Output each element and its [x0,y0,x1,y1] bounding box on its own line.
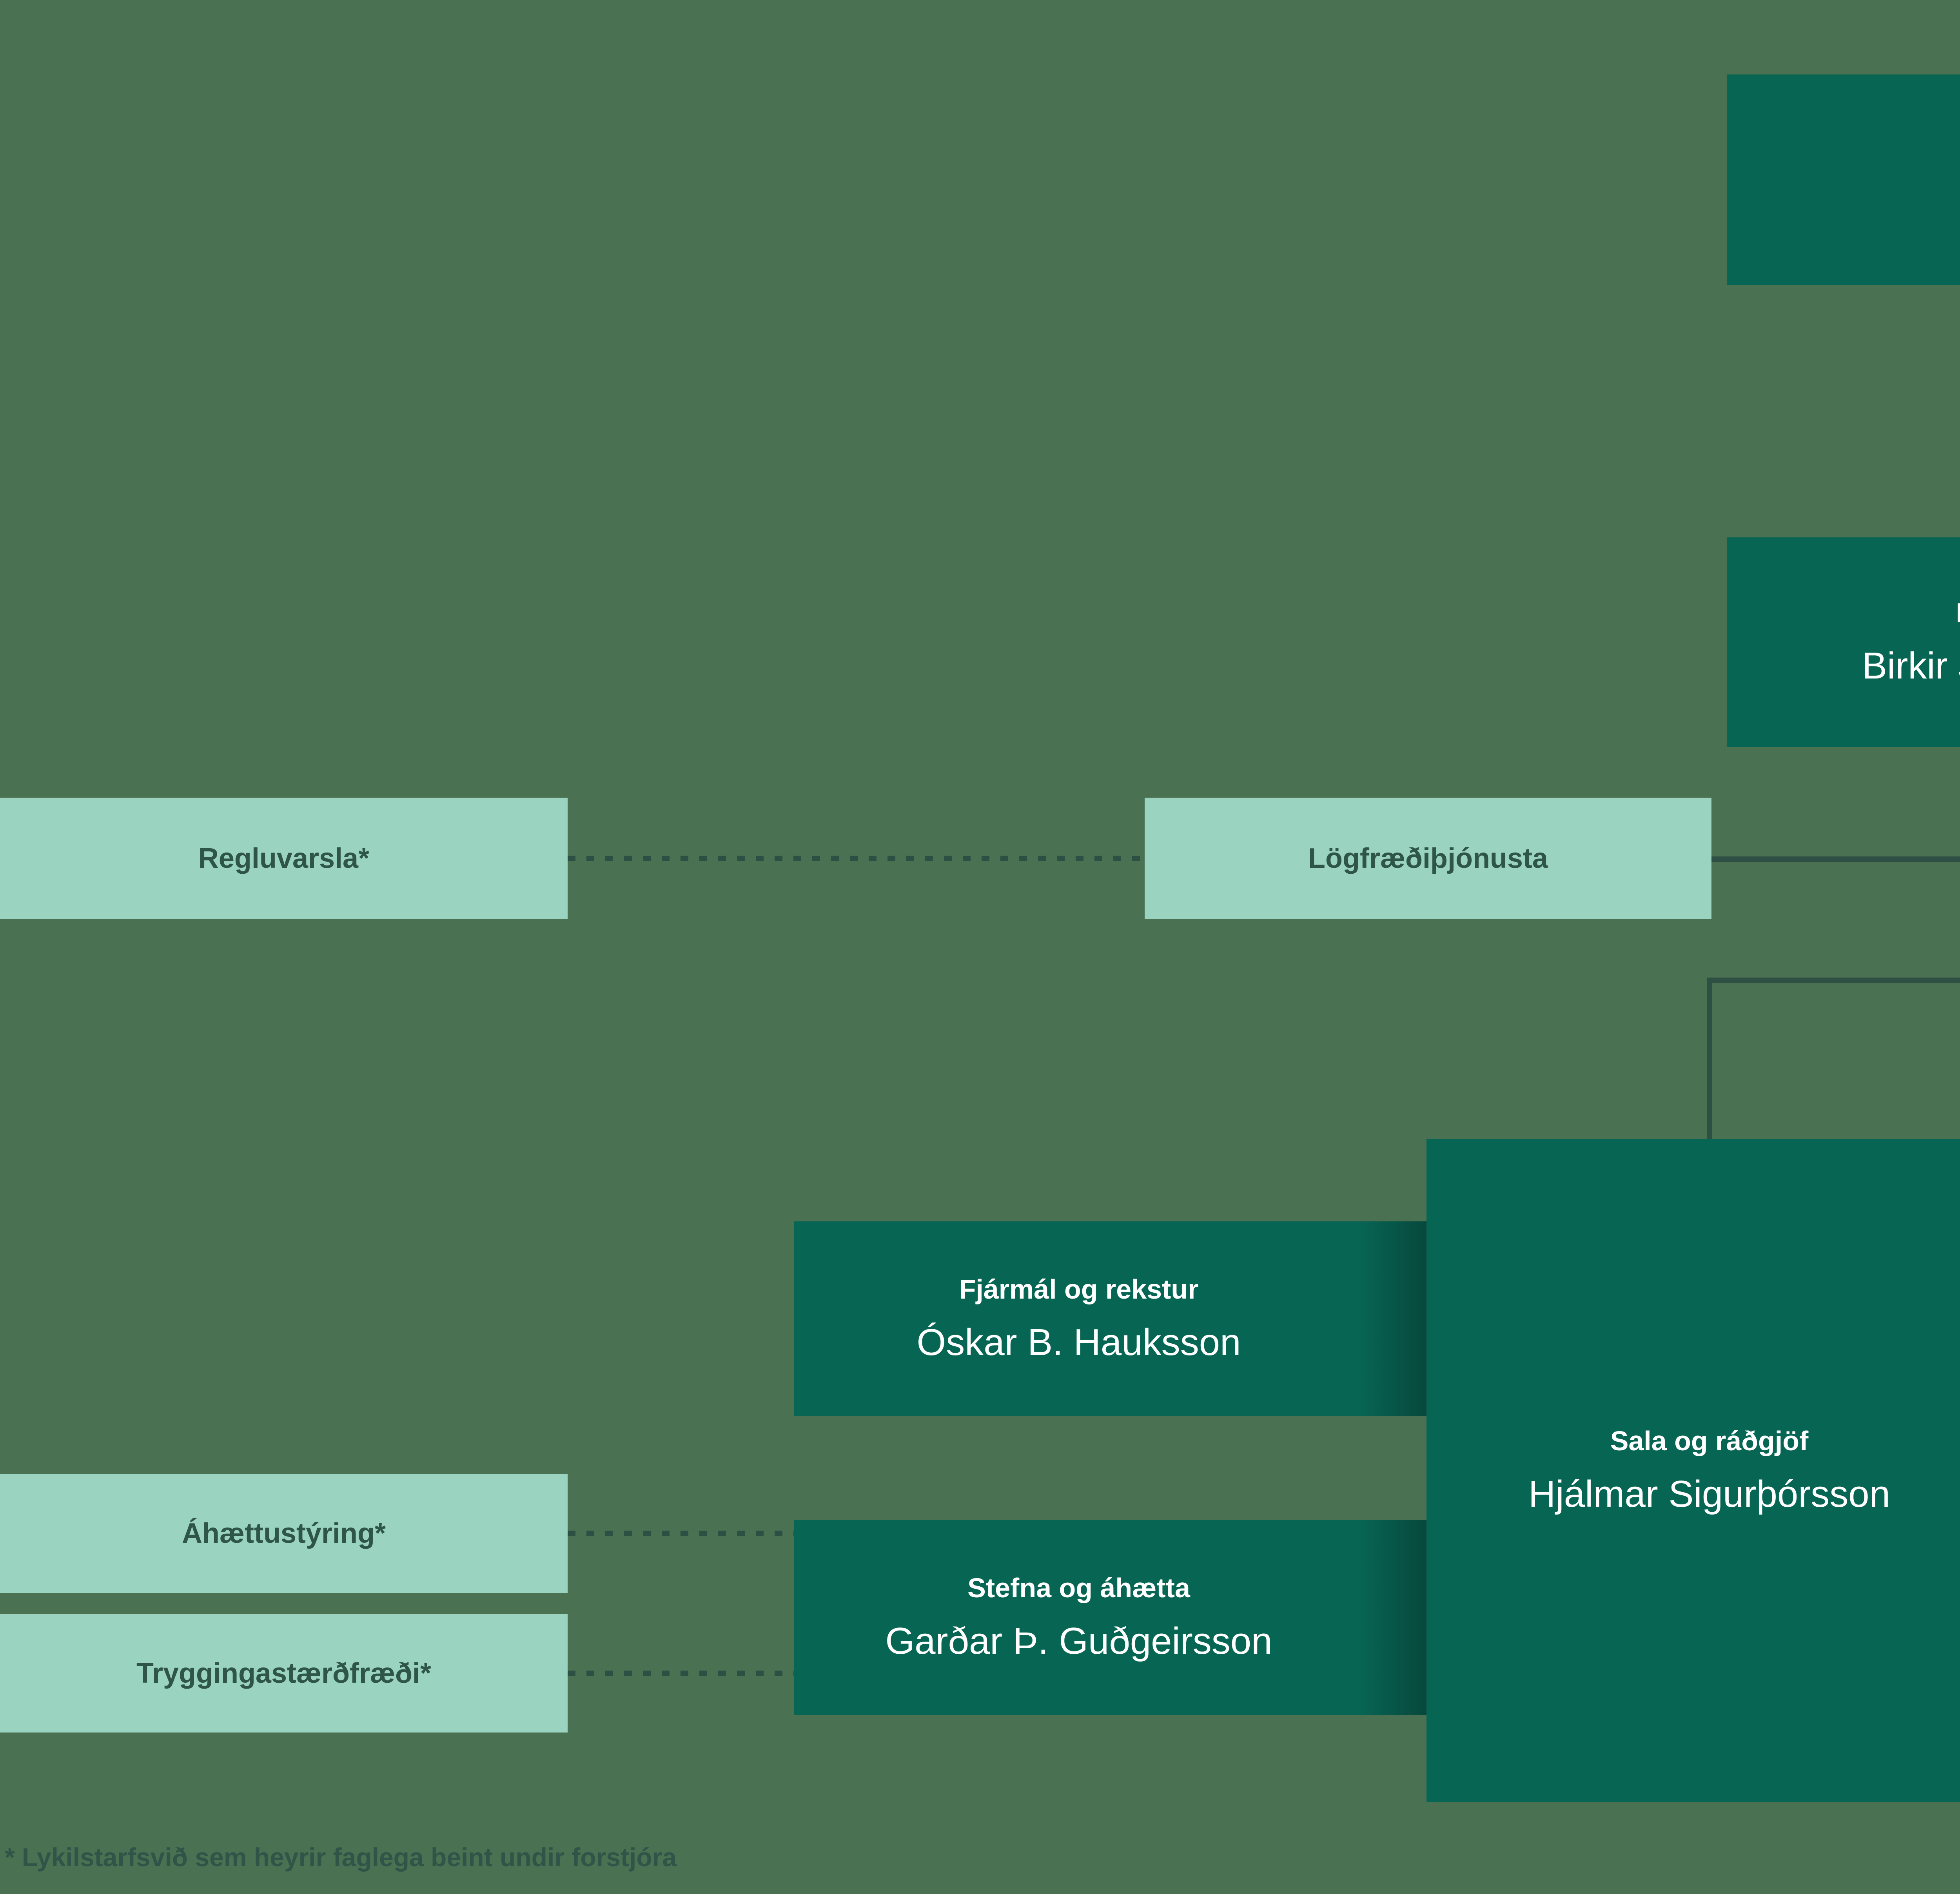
node-logfraedithjonusta: Lögfræðiþjónusta [1145,798,1711,919]
node-title: Sala og ráðgjöf [1610,1426,1809,1457]
node-title: Fjármál og rekstur [959,1274,1199,1305]
node-forstjori: Forstjóri Birkir Jóhannsson [1727,537,1960,747]
node-stefna-og-ahaetta: Stefna og áhætta Garðar Þ. Guðgeirsson [794,1520,1426,1715]
node-person-name: Garðar Þ. Guðgeirsson [885,1620,1272,1662]
node-person-name: Óskar B. Hauksson [916,1321,1241,1363]
node-label: Áhættustýring* [182,1517,386,1549]
node-label: Tryggingastærðfræði* [136,1657,432,1689]
node-fjarmal-og-rekstur: Fjármál og rekstur Óskar B. Hauksson [794,1221,1426,1416]
node-title: Stefna og áhætta [967,1573,1190,1604]
node-title: Forstjóri [1956,597,1960,629]
node-person-name: Hjálmar Sigurþórsson [1528,1473,1890,1515]
node-label: Regluvarsla* [198,842,370,874]
dashed-connector-ahaettustyring [568,1531,794,1536]
node-tryggingastaerdfraedi: Tryggingastærðfræði* [0,1614,568,1733]
node-label: Lögfræðiþjónusta [1308,842,1548,874]
connector-vertical-sala [1707,978,1712,1139]
node-stjorn: Stjórn [1727,74,1960,285]
connector-horizontal-logfraedi-fjarfestingar [1711,856,1960,862]
footnote: * Lykilstarfsvið sem heyrir faglega bein… [5,1843,677,1872]
connector-tbar-children [1707,978,1960,983]
dashed-connector-tryggingastaerdfraedi [568,1671,794,1676]
dashed-connector-regluvarsla [568,856,1145,861]
node-regluvarsla: Regluvarsla* [0,798,568,919]
node-sala-og-radgjof: Sala og ráðgjöf Hjálmar Sigurþórsson [1426,1139,1960,1802]
node-person-name: Birkir Jóhannsson [1862,644,1960,687]
node-ahaettustyring: Áhættustýring* [0,1474,568,1593]
